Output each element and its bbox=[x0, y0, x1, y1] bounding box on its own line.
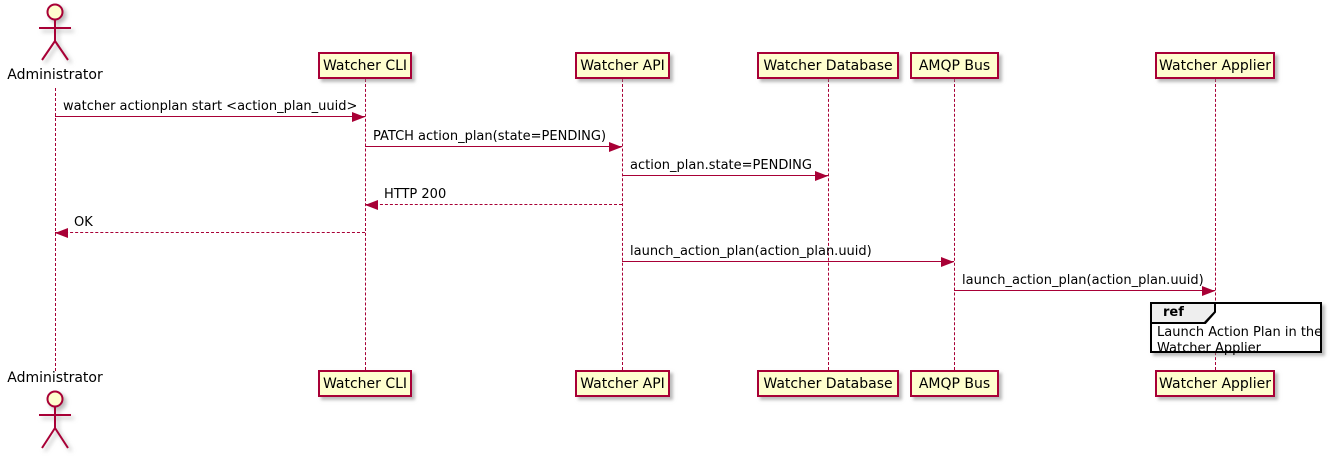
lifeline-watcher-cli bbox=[365, 79, 366, 370]
message-label: launch_action_plan(action_plan.uuid) bbox=[630, 244, 872, 259]
participant-label: Watcher API bbox=[580, 57, 665, 74]
arrowhead-icon bbox=[1202, 286, 1215, 296]
message-line bbox=[55, 232, 365, 233]
arrowhead-icon bbox=[609, 142, 622, 152]
message-label: watcher actionplan start <action_plan_uu… bbox=[63, 99, 358, 114]
message-label: HTTP 200 bbox=[384, 187, 447, 202]
message-http-200: HTTP 200 bbox=[365, 185, 622, 210]
ref-keyword: ref bbox=[1163, 305, 1184, 320]
message-patch-action-plan: PATCH action_plan(state=PENDING) bbox=[365, 127, 622, 152]
actor-label: Administrator bbox=[7, 67, 103, 83]
arrowhead-icon bbox=[941, 257, 954, 267]
message-line bbox=[365, 146, 622, 147]
message-launch-action-plan-bus: launch_action_plan(action_plan.uuid) bbox=[622, 242, 954, 267]
arrowhead-icon bbox=[815, 171, 828, 181]
participant-amqp-bus-top: AMQP Bus bbox=[910, 52, 999, 79]
actor-label: Administrator bbox=[7, 370, 103, 386]
ref-body: Launch Action Plan in the Watcher Applie… bbox=[1157, 325, 1323, 357]
participant-label: Watcher Applier bbox=[1159, 375, 1271, 392]
message-ok: OK bbox=[55, 213, 365, 238]
actor-administrator-top: Administrator bbox=[0, 3, 110, 83]
participant-label: Watcher CLI bbox=[322, 375, 408, 392]
message-start-actionplan: watcher actionplan start <action_plan_uu… bbox=[55, 97, 365, 122]
actor-icon bbox=[39, 390, 71, 449]
message-label: launch_action_plan(action_plan.uuid) bbox=[962, 273, 1204, 288]
message-label: action_plan.state=PENDING bbox=[630, 158, 812, 173]
participant-label: Watcher Database bbox=[763, 57, 893, 74]
participant-watcher-cli-bottom: Watcher CLI bbox=[318, 370, 412, 397]
participant-watcher-api-top: Watcher API bbox=[575, 52, 670, 79]
actor-icon bbox=[39, 3, 71, 61]
message-state-pending: action_plan.state=PENDING bbox=[622, 156, 828, 181]
participant-label: Watcher Applier bbox=[1159, 57, 1271, 74]
ref-header-fill bbox=[1152, 304, 1214, 322]
participant-watcher-applier-top: Watcher Applier bbox=[1155, 52, 1275, 79]
message-launch-action-plan-applier: launch_action_plan(action_plan.uuid) bbox=[954, 271, 1215, 296]
arrowhead-icon bbox=[365, 200, 378, 210]
arrowhead-icon bbox=[55, 228, 68, 238]
participant-watcher-database-top: Watcher Database bbox=[757, 52, 899, 79]
participant-amqp-bus-bottom: AMQP Bus bbox=[910, 370, 999, 397]
participant-label: Watcher API bbox=[580, 375, 665, 392]
participant-watcher-applier-bottom: Watcher Applier bbox=[1155, 370, 1275, 397]
ref-header: ref bbox=[1152, 304, 1216, 324]
message-label: PATCH action_plan(state=PENDING) bbox=[373, 129, 607, 144]
participant-label: AMQP Bus bbox=[918, 375, 991, 392]
lifeline-watcher-database bbox=[828, 79, 829, 370]
message-line bbox=[954, 290, 1215, 291]
participant-watcher-cli-top: Watcher CLI bbox=[318, 52, 412, 79]
message-label: OK bbox=[74, 215, 93, 230]
ref-fragment: ref Launch Action Plan in the Watcher Ap… bbox=[1150, 302, 1322, 356]
message-line bbox=[622, 175, 828, 176]
ref-text-line: Watcher Applier bbox=[1157, 341, 1261, 356]
participant-watcher-api-bottom: Watcher API bbox=[575, 370, 670, 397]
lifeline-amqp-bus bbox=[954, 79, 955, 370]
participant-watcher-database-bottom: Watcher Database bbox=[757, 370, 899, 397]
lifeline-watcher-api bbox=[622, 79, 623, 370]
lifeline-watcher-applier bbox=[1215, 79, 1216, 370]
actor-administrator-bottom: Administrator bbox=[0, 370, 110, 453]
message-line bbox=[365, 204, 622, 205]
message-line bbox=[55, 116, 365, 117]
ref-text-line: Launch Action Plan in the bbox=[1157, 325, 1323, 340]
arrowhead-icon bbox=[352, 112, 365, 122]
participant-label: AMQP Bus bbox=[918, 57, 991, 74]
message-line bbox=[622, 261, 954, 262]
participant-label: Watcher Database bbox=[763, 375, 893, 392]
participant-label: Watcher CLI bbox=[322, 57, 408, 74]
